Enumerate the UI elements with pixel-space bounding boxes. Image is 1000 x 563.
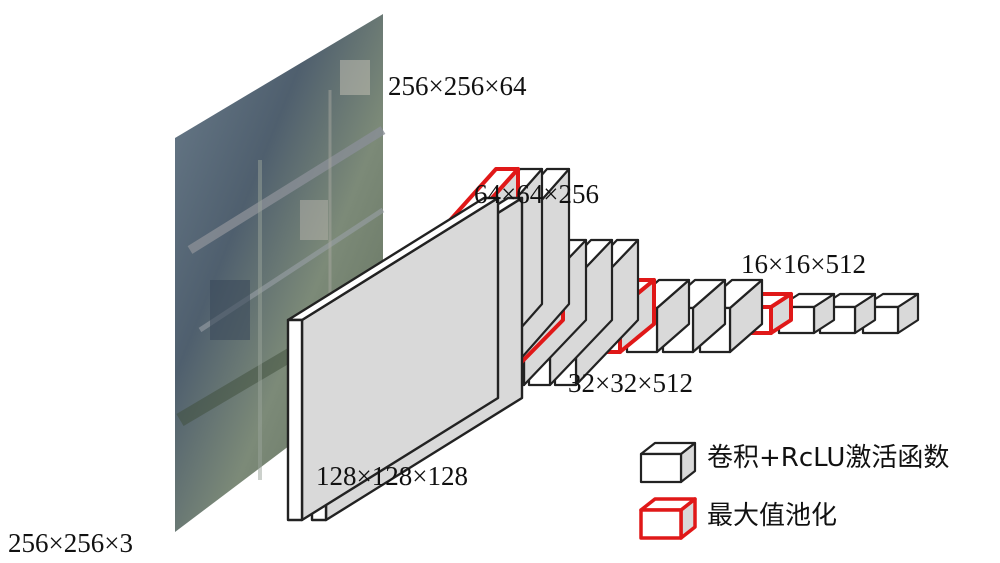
layer-blocks: [286, 167, 920, 522]
legend-pool-box: [639, 497, 697, 540]
label-block3: 64×64×256: [474, 179, 599, 209]
conv-block-1a: [286, 196, 500, 522]
legend: 卷积+RcLU激活函数 最大值池化: [639, 441, 949, 540]
legend-conv-box: [639, 441, 697, 484]
label-block1: 256×256×64: [388, 71, 527, 101]
legend-pool-box-icon: [639, 497, 697, 540]
label-block4: 32×32×512: [568, 368, 693, 398]
label-block5: 16×16×512: [741, 249, 866, 279]
label-input: 256×256×3: [8, 528, 133, 558]
legend-pool-label: 最大值池化: [707, 501, 837, 531]
legend-conv-label: 卷积+RcLU激活函数: [707, 443, 949, 473]
label-block2: 128×128×128: [316, 461, 468, 491]
legend-conv-box-icon: [639, 441, 697, 484]
